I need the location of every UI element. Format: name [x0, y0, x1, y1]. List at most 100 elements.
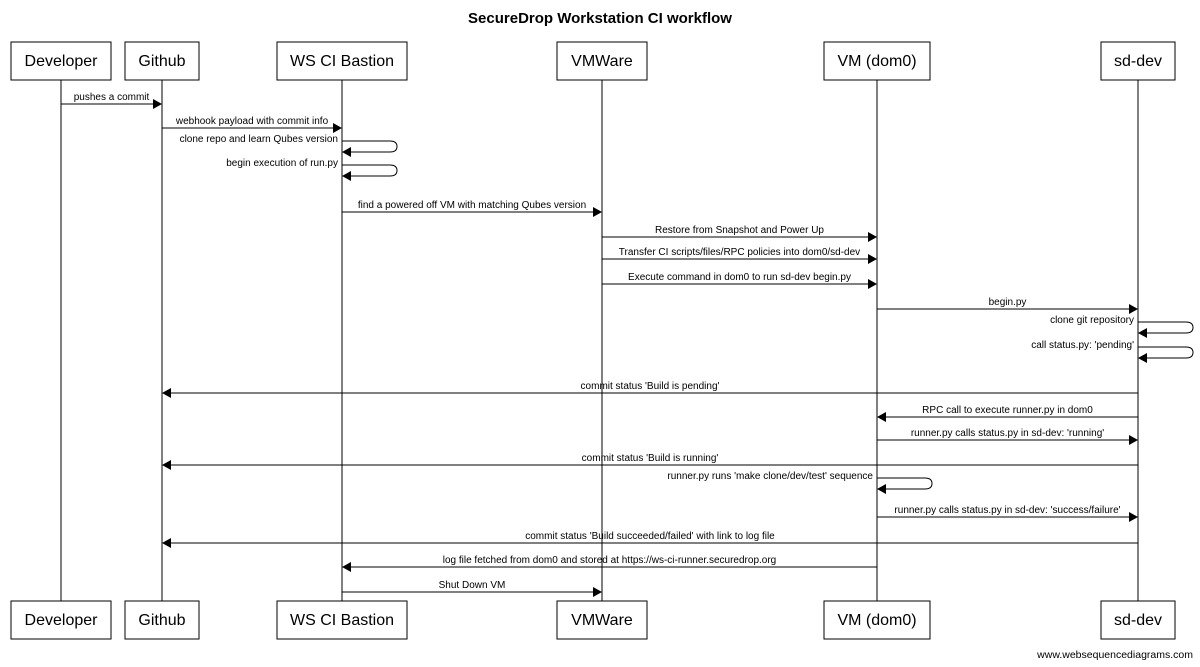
message-line [1138, 321, 1194, 334]
diagram-title: SecureDrop Workstation CI workflow [468, 10, 732, 27]
message-label: runner.py runs 'make clone/dev/test' seq… [667, 471, 873, 482]
participant-label: Developer [25, 612, 99, 629]
message-17: runner.py calls status.py in sd-dev: 'su… [877, 505, 1138, 522]
participant-label: VMWare [571, 612, 633, 629]
message-20: Shut Down VM [342, 580, 602, 597]
participant-box [10, 41, 112, 81]
arrowhead [593, 207, 602, 217]
participant-top-vmw: VMWare [556, 41, 648, 81]
arrowhead [153, 99, 162, 109]
message-label: begin execution of run.py [226, 158, 338, 169]
message-15: commit status 'Build is running' [162, 453, 1138, 470]
lifelines [60, 80, 1139, 601]
participant-bottom-sd: sd-dev [1100, 600, 1176, 640]
message-label: clone repo and learn Qubes version [180, 134, 338, 145]
arrowhead [333, 123, 342, 133]
arrowhead [1129, 435, 1138, 445]
message-18: commit status 'Build succeeded/failed' w… [162, 531, 1138, 548]
participant-box [556, 600, 648, 640]
arrowhead [1138, 353, 1147, 363]
message-label: begin.py [989, 297, 1027, 308]
arrowhead [1129, 512, 1138, 522]
participant-label: WS CI Bastion [290, 53, 394, 70]
messages: pushes a commit webhook payload with comm… [61, 92, 1194, 597]
message-5: find a powered off VM with matching Qube… [342, 200, 602, 217]
message-label: Execute command in dom0 to run sd-dev be… [628, 272, 851, 283]
message-label: call status.py: 'pending' [1031, 340, 1134, 351]
message-4: begin execution of run.py [226, 158, 398, 181]
arrowhead [162, 538, 171, 548]
message-3: clone repo and learn Qubes version [180, 134, 398, 157]
message-label: runner.py calls status.py in sd-dev: 'ru… [911, 428, 1104, 439]
message-label: commit status 'Build is running' [582, 453, 719, 464]
message-9: begin.py [877, 297, 1138, 314]
participant-box [124, 41, 200, 81]
arrowhead [1129, 304, 1138, 314]
participant-bottom-gh: Github [124, 600, 200, 640]
arrowhead [868, 279, 877, 289]
participant-box [823, 600, 931, 640]
participant-box [823, 41, 931, 81]
participant-top-gh: Github [124, 41, 200, 81]
message-label: commit status 'Build is pending' [581, 381, 720, 392]
message-10: clone git repository [1050, 315, 1194, 338]
participant-label: WS CI Bastion [290, 612, 394, 629]
arrowhead [162, 460, 171, 470]
arrowhead [877, 412, 886, 422]
participant-box [1100, 600, 1176, 640]
message-1: pushes a commit [61, 92, 162, 109]
message-7: Transfer CI scripts/files/RPC policies i… [602, 247, 877, 264]
arrowhead [342, 562, 351, 572]
participant-box [10, 600, 112, 640]
participant-top-sd: sd-dev [1100, 41, 1176, 81]
message-2: webhook payload with commit info [162, 116, 342, 133]
participant-label: sd-dev [1114, 53, 1162, 70]
participant-bottom-vmw: VMWare [556, 600, 648, 640]
message-label: runner.py calls status.py in sd-dev: 'su… [894, 505, 1120, 516]
message-line [342, 140, 398, 153]
message-label: Transfer CI scripts/files/RPC policies i… [619, 247, 860, 258]
message-14: runner.py calls status.py in sd-dev: 'ru… [877, 428, 1138, 445]
participant-label: sd-dev [1114, 612, 1162, 629]
participant-bottom-ws: WS CI Bastion [276, 600, 408, 640]
message-16: runner.py runs 'make clone/dev/test' seq… [667, 471, 933, 494]
message-line [877, 477, 933, 490]
arrowhead [868, 232, 877, 242]
participant-box [276, 41, 408, 81]
message-label: webhook payload with commit info [175, 116, 329, 127]
arrowhead [342, 171, 351, 181]
participant-label: VM (dom0) [837, 53, 916, 70]
message-label: pushes a commit [74, 92, 150, 103]
participant-label: Developer [25, 53, 99, 70]
message-line [342, 164, 398, 177]
participant-box [124, 600, 200, 640]
participant-top-dev: Developer [10, 41, 112, 81]
participant-label: Github [138, 612, 185, 629]
message-6: Restore from Snapshot and Power Up [602, 225, 877, 242]
arrowhead [162, 388, 171, 398]
participant-label: Github [138, 53, 185, 70]
participant-box [276, 600, 408, 640]
message-label: Restore from Snapshot and Power Up [655, 225, 824, 236]
participant-top-ws: WS CI Bastion [276, 41, 408, 81]
arrowhead [868, 254, 877, 264]
participant-bottom-vm: VM (dom0) [823, 600, 931, 640]
participant-top-vm: VM (dom0) [823, 41, 931, 81]
footer-credit: www.websequencediagrams.com [1036, 649, 1193, 661]
message-label: commit status 'Build succeeded/failed' w… [525, 531, 775, 542]
message-8: Execute command in dom0 to run sd-dev be… [602, 272, 877, 289]
participant-label: VMWare [571, 53, 633, 70]
arrowhead [342, 147, 351, 157]
message-label: clone git repository [1050, 315, 1134, 326]
participant-box [556, 41, 648, 81]
participant-label: VM (dom0) [837, 612, 916, 629]
arrowhead [593, 587, 602, 597]
message-label: find a powered off VM with matching Qube… [358, 200, 586, 211]
arrowhead [1138, 328, 1147, 338]
message-12: commit status 'Build is pending' [162, 381, 1138, 398]
participant-bottom-dev: Developer [10, 600, 112, 640]
message-19: log file fetched from dom0 and stored at… [342, 555, 877, 572]
message-line [1138, 346, 1194, 359]
